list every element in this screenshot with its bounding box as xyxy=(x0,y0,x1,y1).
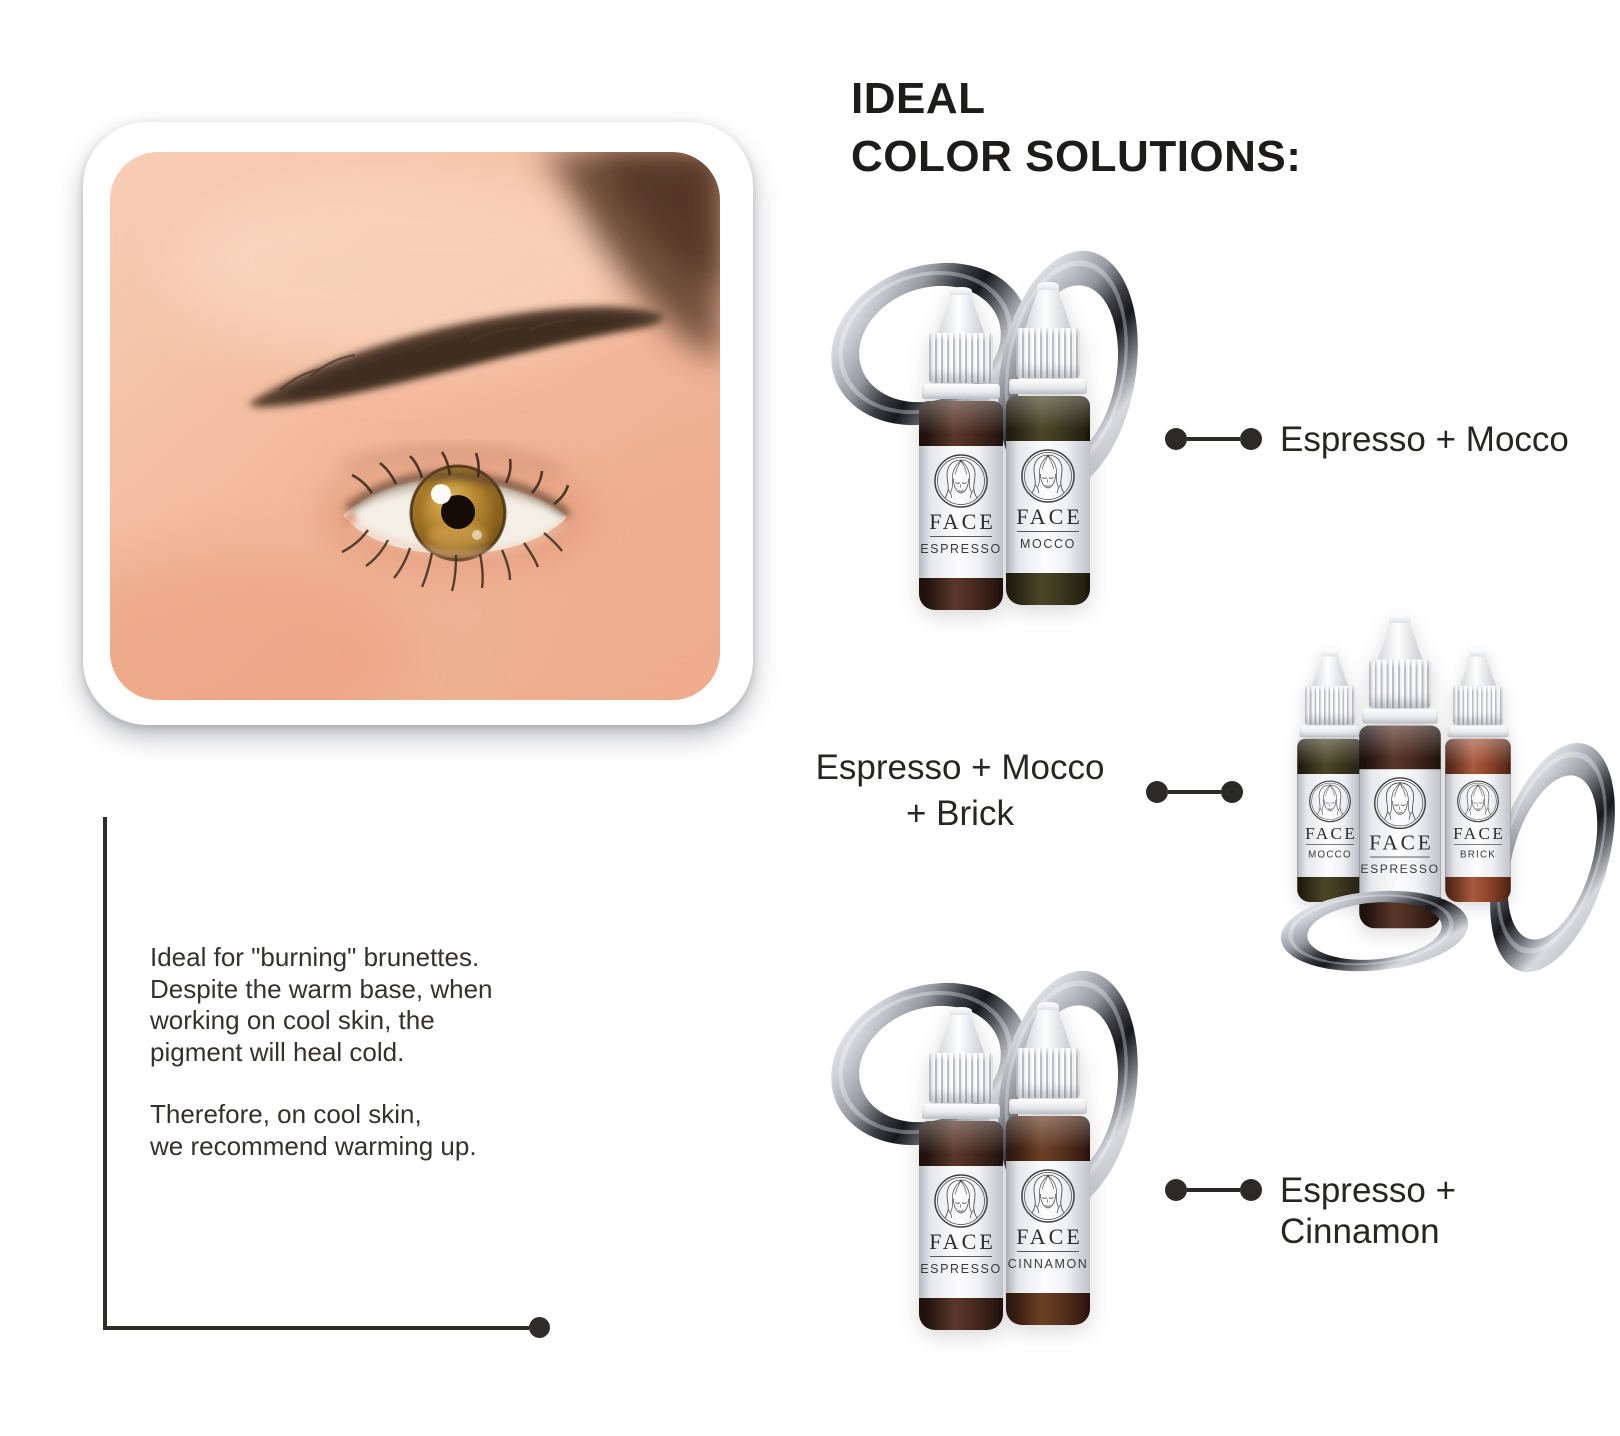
connector-dot xyxy=(1165,1179,1187,1201)
shade-name: ESPRESSO xyxy=(920,1262,1002,1276)
bottle-cap xyxy=(1368,659,1432,709)
bottle-body: FACE BRICK xyxy=(1445,738,1511,902)
connector-dot xyxy=(1240,428,1262,450)
pigment-bottle-mocco: FACE MOCCO xyxy=(1006,282,1090,606)
eyebrow-eye-photo xyxy=(110,152,720,700)
bottle-label: FACE MOCCO xyxy=(1297,774,1363,877)
face-logo-icon xyxy=(1456,779,1500,823)
bottle-label: FACE MOCCO xyxy=(1006,441,1090,573)
shade-name: MOCCO xyxy=(1308,848,1352,860)
bottle-tip xyxy=(1037,282,1059,291)
face-logo-icon xyxy=(1020,1168,1076,1224)
bottle-label: FACE CINNAMON xyxy=(1006,1161,1090,1293)
label-rule xyxy=(930,536,992,537)
bottle-cap xyxy=(1016,328,1080,378)
connector-dot xyxy=(1221,781,1243,803)
page-title: IDEAL COLOR SOLUTIONS: xyxy=(851,70,1301,186)
pigment-bottle-brick: FACE BRICK xyxy=(1445,650,1511,903)
brand-name: FACE xyxy=(1305,823,1358,843)
connector-line xyxy=(1165,1179,1262,1201)
shade-name: ESPRESSO xyxy=(1360,862,1440,876)
bottle-tip xyxy=(950,287,972,296)
product-group-espresso-mocco: FACE ESPRESSO FACE MOCCO xyxy=(795,230,1155,645)
note-paragraph-2: Therefore, on cool skin, we recommend wa… xyxy=(150,1099,477,1161)
pigment-bottle-cinnamon: FACE CINNAMON xyxy=(1006,1002,1090,1326)
decorative-line-end-dot xyxy=(529,1317,550,1338)
face-logo-icon xyxy=(1020,448,1076,504)
note-paragraph-1: Ideal for "burning" brunettes. Despite t… xyxy=(150,942,493,1067)
label-rule xyxy=(1017,531,1079,532)
bottle-label: FACE ESPRESSO xyxy=(919,1166,1003,1298)
bottle-tip xyxy=(950,1007,972,1016)
brand-name: FACE xyxy=(1453,823,1506,843)
bottle-body: FACE ESPRESSO xyxy=(919,1121,1003,1330)
heading-line1: IDEAL xyxy=(851,74,986,123)
bottle-cap xyxy=(1016,1048,1080,1098)
solution-label-espresso-mocco: Espresso + Mocco xyxy=(1280,420,1569,459)
face-logo-icon xyxy=(1308,779,1352,823)
solution-label-espresso-cinnamon: Espresso + Cinnamon xyxy=(1280,1171,1457,1251)
bottle-body: FACE ESPRESSO xyxy=(919,401,1003,610)
bottle-tip xyxy=(1321,650,1339,658)
connector-line xyxy=(1146,781,1243,803)
brand-name: FACE xyxy=(1369,830,1434,855)
bottle-body: FACE MOCCO xyxy=(1297,738,1363,902)
connector-dot xyxy=(1240,1179,1262,1201)
bottle-cap xyxy=(1305,685,1355,725)
pigment-bottle-mocco: FACE MOCCO xyxy=(1297,650,1363,903)
keyring-icon xyxy=(1274,882,1475,981)
bottle-cap xyxy=(1453,685,1503,725)
brand-name: FACE xyxy=(929,1229,996,1254)
note-text: Ideal for "burning" brunettes. Despite t… xyxy=(150,942,493,1162)
brand-name: FACE xyxy=(1016,1224,1083,1249)
bottle-label: FACE ESPRESSO xyxy=(919,446,1003,578)
product-group-espresso-mocco-brick: FACE MOCCO FACE ESPRESSO xyxy=(1215,585,1620,1000)
decorative-vertical-line xyxy=(103,817,107,1330)
pigment-bottle-espresso: FACE ESPRESSO xyxy=(919,1007,1003,1331)
label-rule xyxy=(1305,844,1355,845)
face-logo-icon xyxy=(933,1173,989,1229)
eye-photo xyxy=(110,152,720,700)
face-logo-icon xyxy=(933,453,989,509)
bottle-label: FACE ESPRESSO xyxy=(1359,769,1441,898)
label-rule xyxy=(1369,856,1431,858)
label-rule xyxy=(1453,844,1503,845)
pigment-bottle-espresso: FACE ESPRESSO xyxy=(919,287,1003,611)
shade-name: BRICK xyxy=(1459,848,1497,860)
pigment-bottle-espresso: FACE ESPRESSO xyxy=(1359,615,1441,929)
product-group-espresso-cinnamon: FACE ESPRESSO FACE CINNAMON xyxy=(795,950,1155,1365)
decorative-horizontal-line xyxy=(103,1326,529,1330)
brand-name: FACE xyxy=(1016,504,1083,529)
bottle-tip xyxy=(1037,1002,1059,1011)
brand-name: FACE xyxy=(929,509,996,534)
bottle-body: FACE MOCCO xyxy=(1006,396,1090,605)
shade-name: MOCCO xyxy=(1020,537,1076,551)
bottle-tip xyxy=(1469,650,1487,658)
heading-line2: COLOR SOLUTIONS: xyxy=(851,132,1302,181)
face-logo-icon xyxy=(1373,776,1427,830)
bottle-label: FACE BRICK xyxy=(1445,774,1511,877)
bottle-tip xyxy=(1389,615,1411,624)
connector-line xyxy=(1165,428,1262,450)
connector-dot xyxy=(1165,428,1187,450)
bottle-cap xyxy=(929,1053,993,1103)
connector-dot xyxy=(1146,781,1168,803)
bottle-cap xyxy=(929,333,993,383)
shade-name: ESPRESSO xyxy=(920,542,1002,556)
eye-photo-card xyxy=(83,122,753,725)
shade-name: CINNAMON xyxy=(1007,1257,1089,1271)
bottle-body: FACE CINNAMON xyxy=(1006,1116,1090,1325)
label-rule xyxy=(1017,1251,1079,1252)
solution-label-espresso-mocco-brick: Espresso + Mocco + Brick xyxy=(815,748,1105,833)
label-rule xyxy=(930,1256,992,1257)
